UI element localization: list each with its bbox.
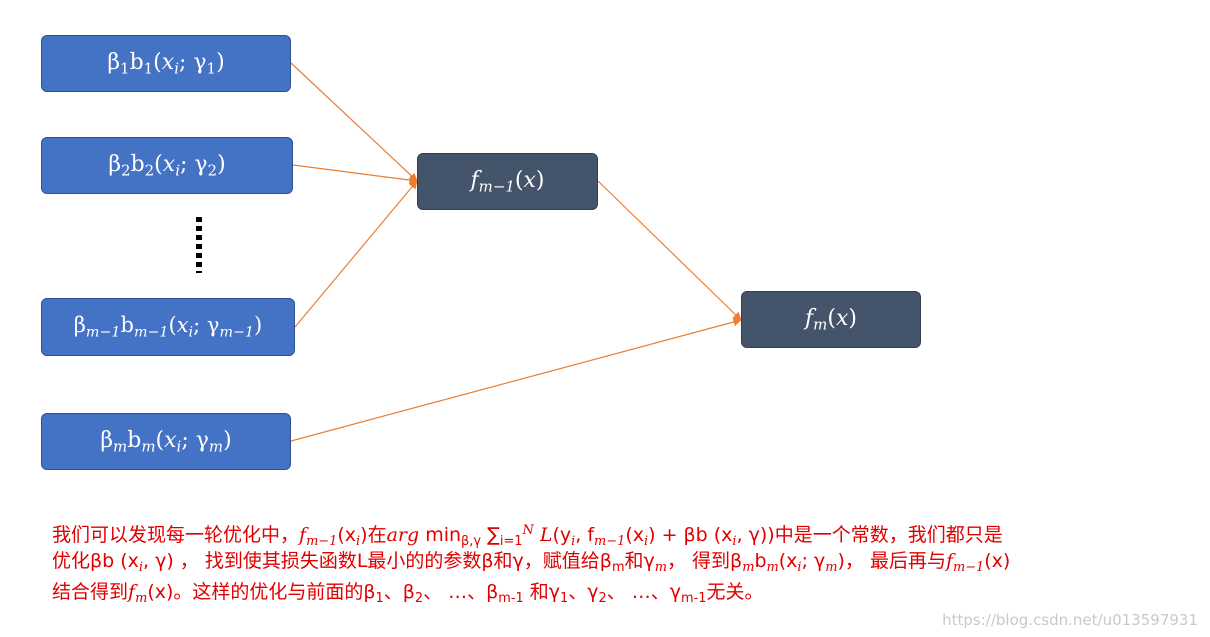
watermark: https://blog.csdn.net/u013597931 bbox=[942, 611, 1198, 629]
node-f-m: fm(x) bbox=[741, 291, 921, 348]
edge-fm1-fm bbox=[597, 180, 742, 321]
node-beta-m: βmbm(xi; γm) bbox=[41, 413, 291, 470]
node-label: fm−1(x) bbox=[470, 167, 545, 196]
node-label: βm−1bm−1(xi; γm−1) bbox=[73, 313, 263, 341]
node-beta1-b1: β1b1(xi; γ1) bbox=[41, 35, 291, 92]
node-label: β1b1(xi; γ1) bbox=[107, 49, 225, 78]
node-beta2-b2: β2b2(xi; γ2) bbox=[41, 137, 293, 194]
paragraph-line-2: 优化βb (xi, γ) ， 找到使其损失函数L最小的的参数β和γ，赋值给βm和… bbox=[52, 550, 1011, 575]
paragraph-line-3: 结合得到fm(x)。这样的优化与前面的β1、β2、 …、βm-1 和γ1、γ2、… bbox=[52, 581, 764, 606]
node-f-m-1: fm−1(x) bbox=[417, 153, 598, 210]
node-label: βmbm(xi; γm) bbox=[100, 427, 232, 456]
explanation-paragraph: 我们可以发现每一轮优化中，fm−1(xi)在arg minβ,γ ∑i=1N L… bbox=[52, 515, 1202, 608]
edge-b1-fm1 bbox=[290, 62, 418, 182]
node-label: β2b2(xi; γ2) bbox=[108, 151, 226, 180]
edge-b4-fm bbox=[290, 317, 742, 442]
paragraph-line-1: 我们可以发现每一轮优化中，fm−1(xi)在arg minβ,γ ∑i=1N L… bbox=[52, 523, 1003, 549]
edge-b2-fm1 bbox=[292, 164, 418, 185]
node-beta-m-1: βm−1bm−1(xi; γm−1) bbox=[41, 298, 295, 356]
vertical-ellipsis bbox=[196, 217, 202, 273]
edge-b3-fm1 bbox=[294, 180, 418, 328]
node-label: fm(x) bbox=[805, 305, 857, 334]
